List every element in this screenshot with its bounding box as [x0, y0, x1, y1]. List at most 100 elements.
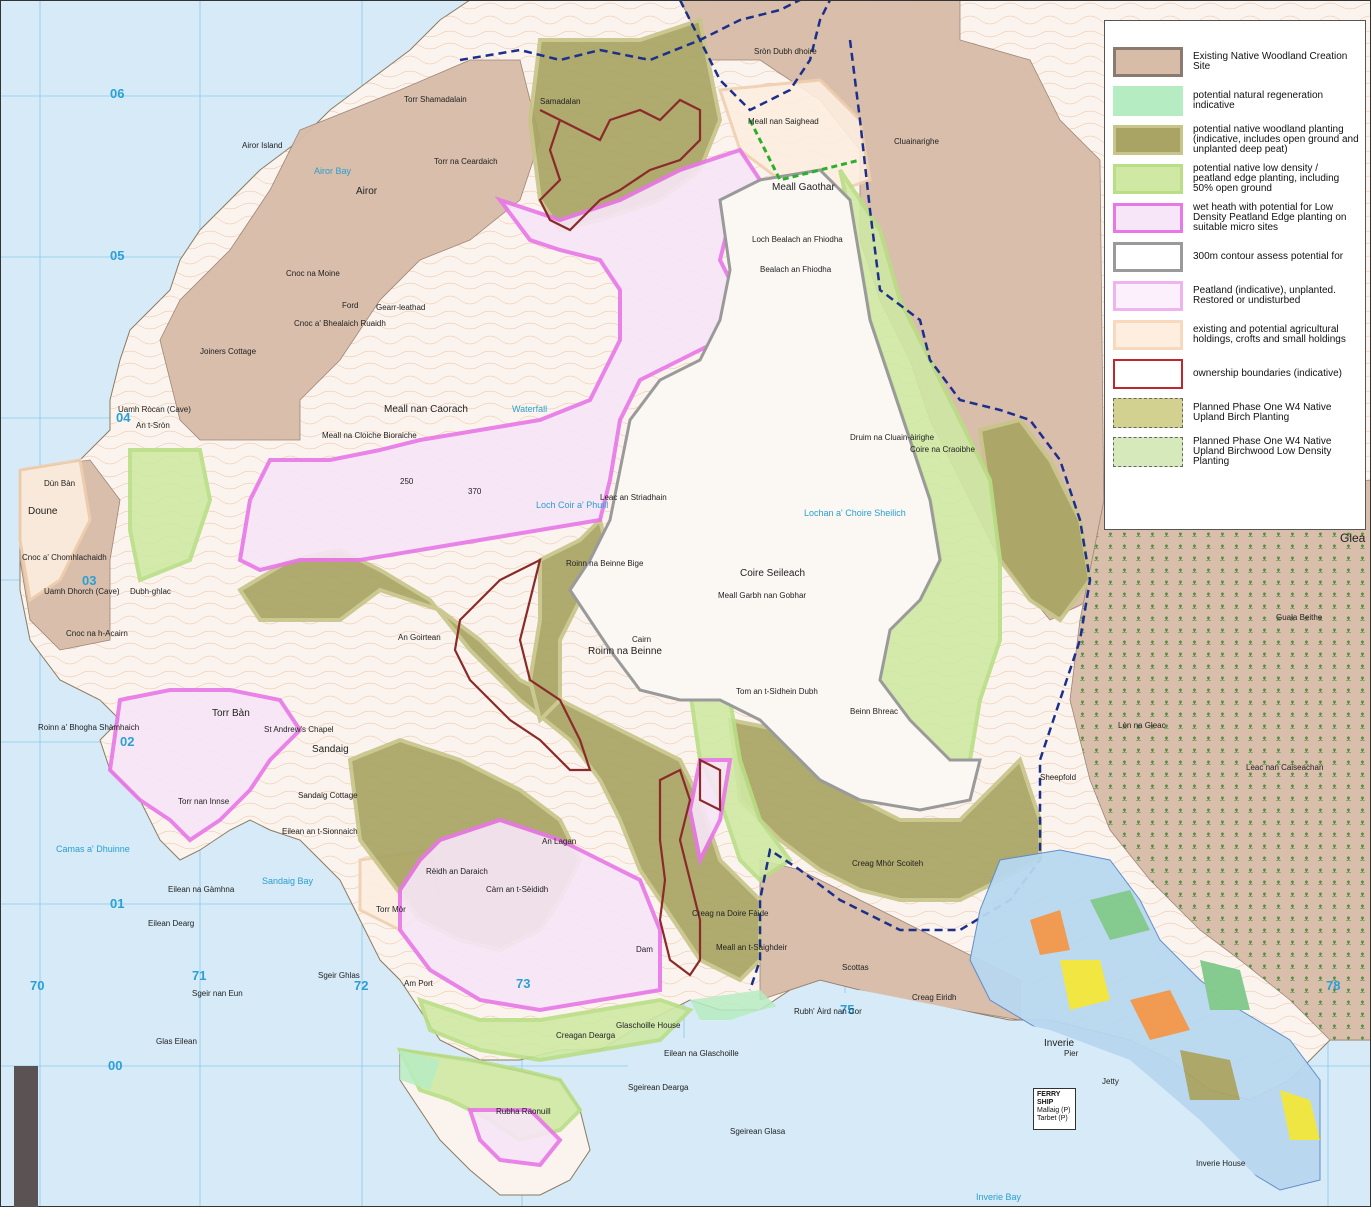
green-dashed-boundary [748, 119, 861, 182]
legend-label: potential native low density / peatland … [1193, 163, 1340, 194]
label-pier: Pier [1064, 1049, 1079, 1058]
legend-item: Existing Native Woodland Creation Site [1113, 43, 1359, 81]
contour-300m [568, 168, 982, 812]
label-guala-beithe: Guala Beithe [1276, 613, 1323, 622]
label-sheepfold: Sheepfold [1040, 773, 1076, 782]
ownership-boundaries [453, 98, 722, 977]
label-am-port: Am Port [404, 979, 434, 988]
label-meall-nan-saighead: Meall nan Saighead [748, 117, 819, 126]
label-cnoc-a-chomhlachaidh: Cnoc a' Chomhlachaidh [22, 553, 107, 562]
label-dubh-ghlac: Dubh-ghlac [130, 587, 171, 596]
grid-label-00: 00 [108, 1058, 122, 1073]
label-loch-coir-a-phuill: Loch Coir a' Phuill [536, 500, 608, 510]
legend-label: potential natural regeneration indicativ… [1193, 90, 1324, 111]
label-camas-a-dhuinne: Camas a' Dhuinne [56, 844, 130, 854]
ferry-line2: Tarbet (P) [1037, 1115, 1068, 1122]
map-legend: Existing Native Woodland Creation Site po… [1104, 20, 1366, 530]
label-roinn-a-bhogha: Roinn a' Bhogha Shàmhaich [38, 723, 139, 732]
label-torr-na-ceardaich: Torr na Ceardaich [434, 157, 498, 166]
label-creagan-dearga: Creagan Dearga [556, 1031, 616, 1040]
label-st-andrews-chapel: St Andrew's Chapel [264, 725, 334, 734]
legend-label: Existing Native Woodland Creation Site [1193, 51, 1348, 72]
legend-swatch [1113, 359, 1183, 389]
legend-item: potential native low density / peatland … [1113, 160, 1359, 198]
label-lochan-a-choire: Lochan a' Choire Sheilich [804, 508, 906, 518]
grid-label-04: 04 [116, 410, 131, 425]
grid-label-01: 01 [110, 896, 124, 911]
label-sandaig: Sandaig [312, 744, 349, 755]
label-cairn: Cairn [632, 635, 651, 644]
label-torr-nan-innse: Torr nan Innse [178, 797, 230, 806]
label-meall-garbh: Meall Garbh nan Gobhar [718, 591, 806, 600]
label-meall-na-cloiche: Meall na Cloiche Bioraiche [322, 431, 417, 440]
label-gleann: Glea [1340, 531, 1366, 545]
label-an-t-sron: An t-Sròn [136, 421, 170, 430]
label-roinn-na-beinne-bige: Roinn na Beinne Bige [566, 559, 644, 568]
label-tom-an-t-sidhein: Tom an t-Sìdhein Dubh [736, 687, 818, 696]
wet-heath [107, 147, 763, 1168]
label-an-goirtean: An Goirtean [398, 633, 441, 642]
label-uamh-rocan: Uamh Ròcan (Cave) [118, 405, 191, 414]
agricultural-holdings [18, 78, 872, 932]
label-spot-370: 370 [468, 487, 482, 496]
label-cnoc-na-moine: Cnoc na Moine [286, 269, 340, 278]
label-sgeirean-glasa: Sgeirean Glasa [730, 1127, 786, 1136]
legend-swatch [1113, 242, 1183, 272]
label-cluainarighe: Cluainarighe [894, 137, 939, 146]
label-sgeirean-dearga: Sgeirean Dearga [628, 1083, 689, 1092]
label-loch-bealach: Loch Bealach an Fhiodha [752, 235, 843, 244]
label-cnoc-a-bhealaich: Cnoc a' Bhealaich Ruaidh [294, 319, 386, 328]
grid-label-06: 06 [110, 86, 124, 101]
label-eilean-na-gamhna: Eilean na Gàmhna [168, 885, 235, 894]
grid-label-02: 02 [120, 734, 134, 749]
legend-swatch [1113, 320, 1183, 350]
label-creag-eiridh: Creag Eiridh [912, 993, 956, 1002]
legend-swatch [1113, 437, 1183, 467]
label-torr-shamadalain: Torr Shamadalain [404, 95, 467, 104]
label-airor: Airor [356, 186, 378, 197]
legend-swatch [1113, 86, 1183, 116]
legend-swatch [1113, 203, 1183, 233]
legend-label: Planned Phase One W4 Native Upland Birch… [1193, 402, 1332, 423]
inverie-bay-water [600, 990, 1300, 1207]
label-jetty: Jetty [1102, 1077, 1119, 1086]
grid-label-75: 75 [840, 1002, 854, 1017]
legend-swatch [1113, 398, 1183, 428]
legend-label: Planned Phase One W4 Native Upland Birch… [1193, 436, 1332, 467]
label-cnoc-na-h-acairn: Cnoc na h-Acairn [66, 629, 128, 638]
label-sandaig-bay: Sandaig Bay [262, 876, 314, 886]
label-sgeir-nan-eun: Sgeir nan Eun [192, 989, 243, 998]
scale-bar-block [14, 1066, 38, 1207]
label-spot-250: 250 [400, 477, 414, 486]
label-lon-na-gleac: Lòn na Gleac [1118, 721, 1166, 730]
label-meall-gaothar: Meall Gaothar [772, 182, 835, 193]
grid-label-71: 71 [192, 968, 206, 983]
legend-label: existing and potential agricultural hold… [1193, 324, 1346, 345]
legend-swatch [1113, 47, 1183, 77]
legend-label: wet heath with potential for Low Density… [1193, 202, 1347, 233]
label-carn-an-t-seididh: Càrn an t-Sèididh [486, 885, 548, 894]
label-sgeir-ghlas: Sgeir Ghlas [318, 971, 360, 980]
label-doune: Doune [28, 506, 58, 517]
legend-label: ownership boundaries (indicative) [1193, 368, 1342, 379]
legend-item: wet heath with potential for Low Density… [1113, 199, 1359, 237]
label-torr-ban: Torr Bàn [212, 708, 250, 719]
label-scottas: Scottas [842, 963, 869, 972]
label-airor-island: Airor Island [242, 141, 282, 150]
grid-label-03: 03 [82, 573, 96, 588]
label-leac-an-striadhain: Leac an Striadhain [600, 493, 667, 502]
label-glas-eilean: Glas Eilean [156, 1037, 197, 1046]
legend-label: 300m contour assess potential for [1193, 251, 1344, 262]
label-reidh-an-daraich: Rèidh an Daraich [426, 867, 488, 876]
grid-label-70: 70 [30, 978, 44, 993]
label-rubha-raonuill: Rubha Raonuill [496, 1107, 551, 1116]
label-inverie-house: Inverie House [1196, 1159, 1246, 1168]
grid-label-72: 72 [354, 978, 368, 993]
legend-swatch [1113, 281, 1183, 311]
legend-item: Peatland (indicative), unplanted. Restor… [1113, 277, 1359, 315]
legend-label: Peatland (indicative), unplanted. Restor… [1193, 285, 1336, 306]
label-waterfall: Waterfall [512, 404, 547, 414]
label-druim-na-cluain: Druim na Cluain-àirighe [850, 433, 935, 442]
label-dam: Dam [636, 945, 653, 954]
label-gearr-leathad: Gearr-leathad [376, 303, 425, 312]
